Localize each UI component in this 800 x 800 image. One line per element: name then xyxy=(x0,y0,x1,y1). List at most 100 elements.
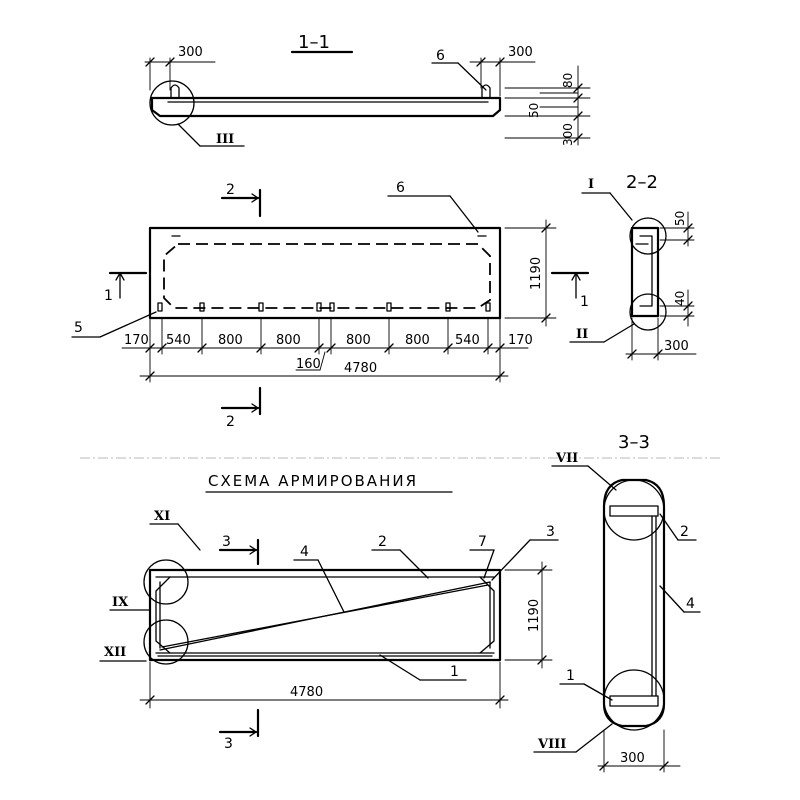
dim-tick xyxy=(599,761,609,771)
bar-3-right xyxy=(479,576,495,654)
dim-tick xyxy=(145,57,155,67)
dim-50-2-2: 50 xyxy=(673,211,687,226)
node-label-XII: XII xyxy=(104,645,126,660)
section-2-2: 2–2 I II 50 40 300 xyxy=(569,172,697,361)
dim-tick xyxy=(683,235,693,245)
panel-hidden-contour xyxy=(163,243,491,309)
section-mark-3-bottom: 3 xyxy=(224,736,233,752)
dim-tick xyxy=(314,343,324,353)
dim-300-3-3: 300 xyxy=(620,751,645,766)
chain-dim-800-3: 800 xyxy=(346,333,371,348)
chain-ext-lines xyxy=(149,317,501,383)
node-label-XI: XI xyxy=(154,509,170,524)
dim-tick xyxy=(145,371,155,381)
chain-dim-170-left: 170 xyxy=(124,333,149,348)
dim-tick xyxy=(653,349,663,359)
reinforcement-scheme: СХЕМА АРМИРОВАНИЯ XI IX XII 3 4 2 7 3 xyxy=(99,472,559,752)
embedded-part xyxy=(445,302,451,312)
dim-300-h: 300 xyxy=(561,123,575,146)
node-circle-II xyxy=(629,293,667,331)
dim-tick xyxy=(443,343,453,353)
bar-3-left xyxy=(155,576,171,654)
node-circle-III xyxy=(149,80,195,126)
dim-tick xyxy=(495,343,505,353)
dim-tick xyxy=(573,83,583,93)
leader-6 xyxy=(457,62,487,91)
dim-tick xyxy=(495,57,505,67)
leader-6-plan xyxy=(449,195,479,233)
dim-tick xyxy=(483,343,493,353)
section-arrow-2-bottom-head xyxy=(251,403,259,413)
node-label-I: I xyxy=(588,177,594,192)
node-label-II: II xyxy=(576,327,588,342)
section-3-3: 3–3 VII 2 4 1 VIII 300 xyxy=(533,432,701,773)
dim-1190-plan: 1190 xyxy=(529,257,544,290)
dim-tick xyxy=(495,695,505,705)
dim-tick xyxy=(145,343,155,353)
dim-tick xyxy=(573,93,583,103)
section-mark-1-left: 1 xyxy=(104,288,113,304)
dim-300-2-2: 300 xyxy=(664,339,689,354)
dim-tick xyxy=(541,223,551,233)
dim-tick xyxy=(573,111,583,121)
leader-3 xyxy=(491,539,531,581)
dim-tick xyxy=(157,343,167,353)
dim-50: 50 xyxy=(527,103,541,118)
leader-2 xyxy=(399,549,429,579)
section-arrow-3-bottom-head xyxy=(249,727,257,737)
dim-tick xyxy=(683,301,693,311)
pos-6-label: 6 xyxy=(436,48,445,64)
pos-6-plan: 6 xyxy=(396,180,405,196)
section-2-2-inner xyxy=(639,235,653,307)
leader-VIII xyxy=(575,723,613,753)
chain-dim-800-1: 800 xyxy=(218,333,243,348)
chain-dim-540-right: 540 xyxy=(455,333,480,348)
dim-tick xyxy=(495,371,505,381)
node-label-VIII: VIII xyxy=(537,737,566,752)
node-label-VII: VII xyxy=(555,451,578,466)
leader-VII xyxy=(587,465,617,491)
pos-1-scheme: 1 xyxy=(450,664,459,680)
embedded-part xyxy=(329,302,335,312)
dim-40-2-2: 40 xyxy=(673,291,687,306)
pos-4-section-3: 4 xyxy=(686,596,695,612)
embedded-part xyxy=(316,302,322,312)
dim-tick xyxy=(573,133,583,143)
dim-4780-scheme: 4780 xyxy=(290,685,323,700)
pos-5-label: 5 xyxy=(74,320,83,336)
section-arrow-1-right-head xyxy=(571,272,581,281)
pos-4-scheme: 4 xyxy=(300,544,309,560)
leader-2-s3 xyxy=(659,513,679,541)
pos-3-scheme: 3 xyxy=(546,524,555,540)
node-circle-I xyxy=(629,217,667,255)
dim-tick xyxy=(384,343,394,353)
bottom-cage xyxy=(609,695,659,707)
dim-tick xyxy=(627,349,637,359)
node-label-III: III xyxy=(216,132,234,147)
dim-tick xyxy=(537,655,547,665)
pos-7-scheme: 7 xyxy=(478,534,487,550)
leader-1-s3 xyxy=(583,683,613,701)
panel-plan-outline xyxy=(148,226,502,320)
section-1-1: 1–1 III 300 6 300 xyxy=(144,32,591,147)
leader-XI xyxy=(177,523,201,551)
top-cage xyxy=(609,505,659,517)
dim-tick xyxy=(326,343,336,353)
pos-2-scheme: 2 xyxy=(378,534,387,550)
section-mark-1-right: 1 xyxy=(580,294,589,310)
dim-tick xyxy=(476,57,486,67)
section-3-3-outline xyxy=(602,478,666,728)
section-arrow-1-left-head xyxy=(115,272,125,281)
dim-tick xyxy=(683,311,693,321)
dim-1190-scheme: 1190 xyxy=(527,599,542,632)
embedded-parts xyxy=(157,302,491,312)
node-circle-XI xyxy=(143,559,189,605)
dim-tick xyxy=(659,761,669,771)
dim-80: 80 xyxy=(561,73,575,88)
embedded-part xyxy=(199,302,205,312)
section-1-1-title: 1–1 xyxy=(298,32,330,53)
scheme-outline xyxy=(148,568,502,662)
section-arrow-2-top-head xyxy=(251,193,259,203)
section-2-2-title: 2–2 xyxy=(626,172,658,193)
